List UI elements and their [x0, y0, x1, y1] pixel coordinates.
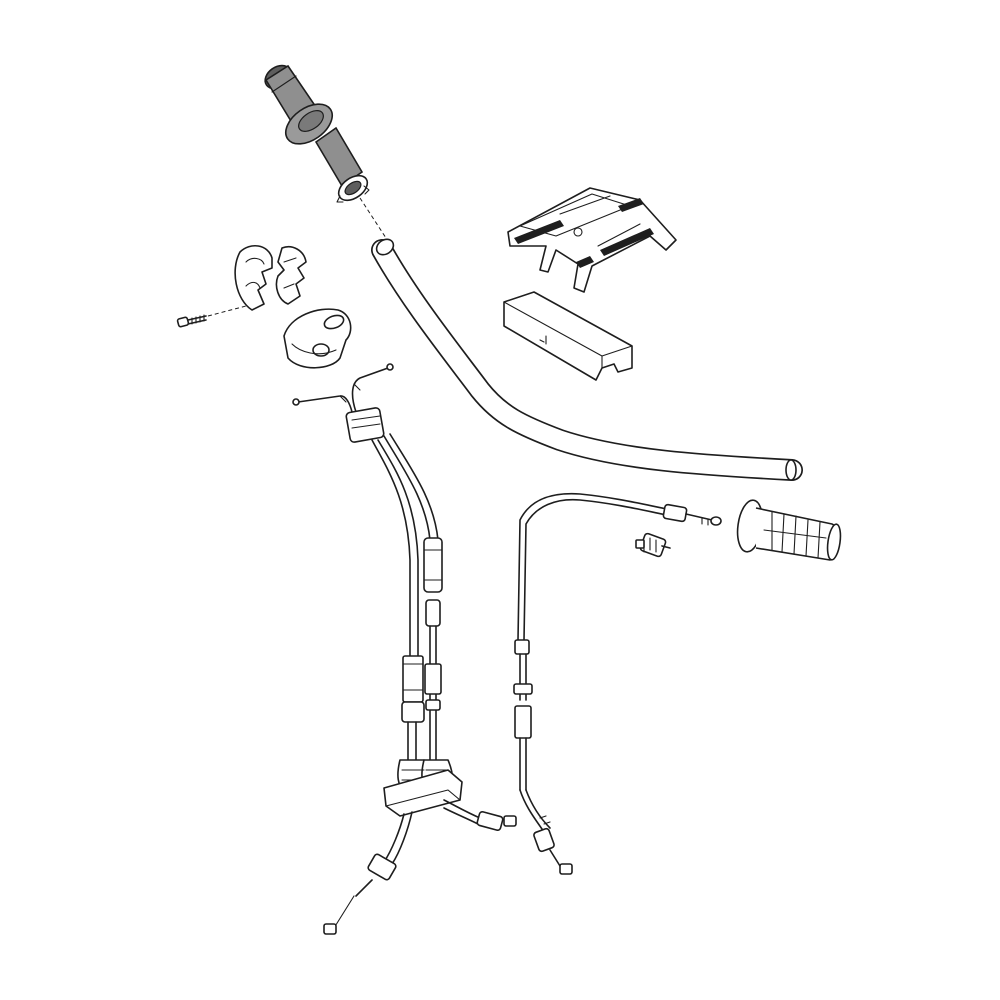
handlebar-pad-cover[interactable]	[507, 187, 677, 293]
assembly-line	[359, 197, 387, 239]
throttle-housing-cover[interactable]	[283, 308, 352, 369]
left-grip[interactable]	[734, 499, 842, 561]
handlebar[interactable]	[371, 236, 803, 481]
cable-adjuster[interactable]	[635, 532, 671, 558]
throttle-grip[interactable]	[261, 61, 372, 206]
throttle-cables[interactable]	[292, 363, 517, 935]
housing-screw[interactable]	[176, 305, 247, 328]
throttle-housing-halves[interactable]	[234, 245, 307, 311]
clutch-cable[interactable]	[513, 492, 722, 875]
handlebar-pad-foam[interactable]	[503, 291, 633, 381]
